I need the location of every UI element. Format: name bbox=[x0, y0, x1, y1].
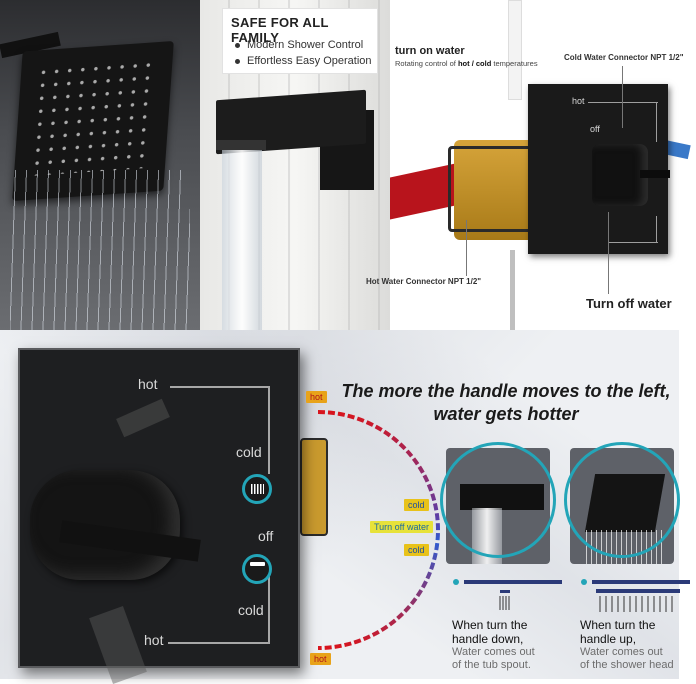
cold-connector-label: Cold Water Connector NPT 1/2" bbox=[564, 53, 684, 62]
leader-line bbox=[466, 220, 467, 276]
feature-item-label: Modern Shower Control bbox=[247, 39, 364, 51]
teal-ring-frame bbox=[564, 442, 680, 558]
handle-motion-ghost bbox=[116, 398, 170, 438]
tag-turn-off: Turn off water bbox=[370, 521, 434, 533]
tub-spout-photo: SAFE FOR ALL FAMILY Modern Shower Contro… bbox=[200, 0, 390, 330]
subtitle-bold: hot / cold bbox=[457, 59, 492, 68]
spout-glyph bbox=[250, 562, 265, 566]
plate-off: off bbox=[258, 528, 274, 544]
valve-handle-knob bbox=[592, 144, 648, 206]
plate-scale-line bbox=[168, 642, 270, 644]
plate-scale-line bbox=[588, 102, 658, 103]
feature-item: Effortless Easy Operation bbox=[235, 55, 372, 67]
schematic-dot bbox=[453, 579, 459, 585]
plate-scale-line bbox=[268, 386, 270, 474]
schematic-head bbox=[596, 589, 680, 593]
desc-title-line: handle down, bbox=[452, 632, 524, 646]
turn-on-subtitle: Rotating control of hot / cold temperatu… bbox=[395, 59, 538, 68]
valve-handle-lever bbox=[640, 170, 670, 178]
shower-mode-schematic bbox=[581, 579, 690, 612]
schematic-bar bbox=[464, 580, 562, 584]
feature-card: SAFE FOR ALL FAMILY Modern Shower Contro… bbox=[222, 8, 378, 74]
temperature-arc bbox=[317, 410, 440, 650]
plate-off-label: off bbox=[590, 124, 600, 134]
feature-item-label: Effortless Easy Operation bbox=[247, 55, 372, 67]
subtitle-suffix: temperatures bbox=[491, 59, 538, 68]
plate-cold-top: cold bbox=[236, 444, 262, 460]
wall-post bbox=[508, 0, 522, 100]
tag-hot-bottom: hot bbox=[310, 653, 331, 665]
feature-card-title: SAFE FOR ALL FAMILY bbox=[231, 15, 329, 45]
turn-on-title: turn on water bbox=[395, 45, 465, 57]
rain-spray bbox=[10, 170, 190, 330]
turn-off-label: Turn off water bbox=[586, 296, 672, 311]
tag-cold-upper: cold bbox=[404, 499, 429, 511]
tub-mode-description: When turn the handle down, Water comes o… bbox=[452, 618, 582, 672]
trim-plate-large: hot cold off cold hot bbox=[18, 348, 300, 684]
shower-mode-icon bbox=[242, 474, 272, 504]
valve-diagram: hot off turn on water Rotating control o… bbox=[366, 0, 691, 330]
tub-mode-icon bbox=[242, 554, 272, 584]
tub-mode-schematic bbox=[453, 579, 562, 610]
tag-cold-lower: cold bbox=[404, 544, 429, 556]
plate-scale-line bbox=[170, 386, 270, 388]
feature-item: Modern Shower Control bbox=[235, 39, 363, 51]
brass-valve-body bbox=[454, 140, 536, 240]
schematic-bar bbox=[592, 580, 690, 584]
shower-mode-description: When turn the handle up, Water comes out… bbox=[580, 618, 679, 672]
pipe-rod bbox=[510, 250, 515, 330]
bullet-icon bbox=[235, 42, 240, 48]
schematic-spout bbox=[500, 590, 510, 593]
bullet-icon bbox=[235, 58, 240, 64]
hot-connector-label: Hot Water Connector NPT 1/2" bbox=[366, 277, 482, 286]
mounting-bracket bbox=[300, 438, 328, 536]
desc-title-line: When turn the bbox=[580, 618, 656, 632]
desc-body-line: Water comes out bbox=[580, 646, 663, 658]
leader-line bbox=[608, 212, 609, 294]
shower-spray-glyph bbox=[251, 484, 264, 494]
teal-ring-frame bbox=[440, 442, 556, 558]
schematic-spray bbox=[599, 596, 673, 612]
subtitle-prefix: Rotating control of bbox=[395, 59, 458, 68]
spout-outlet bbox=[216, 140, 266, 150]
headline-line-2: water gets hotter bbox=[433, 404, 579, 424]
shower-nozzles bbox=[29, 57, 159, 177]
desc-body-line: of the tub spout. bbox=[452, 659, 531, 671]
waterfall-stream bbox=[222, 150, 262, 330]
plate-hot-label: hot bbox=[572, 96, 585, 106]
plate-hot-top: hot bbox=[138, 376, 158, 392]
arc-path bbox=[317, 410, 440, 650]
desc-title-line: handle up, bbox=[580, 632, 637, 646]
plate-scale-line bbox=[656, 216, 657, 242]
plate-scale-line bbox=[268, 576, 270, 642]
plate-scale-line bbox=[656, 102, 657, 142]
plate-hot-bottom: hot bbox=[144, 632, 164, 648]
desc-title-line: When turn the bbox=[452, 618, 528, 632]
tag-hot-top: hot bbox=[306, 391, 327, 403]
handle-knob bbox=[30, 470, 180, 580]
plate-cold-bottom: cold bbox=[238, 602, 264, 618]
desc-body-line: of the shower head bbox=[580, 659, 674, 671]
schematic-dot bbox=[581, 579, 587, 585]
shower-head-photo bbox=[0, 0, 200, 330]
headline-line-1: The more the handle moves to the left, bbox=[341, 381, 671, 401]
leader-line bbox=[622, 66, 623, 128]
headline: The more the handle moves to the left, w… bbox=[336, 380, 676, 426]
handle-explanation: hot cold off cold hot hot bbox=[0, 330, 690, 684]
plate-scale-line bbox=[608, 242, 658, 243]
schematic-stream bbox=[499, 596, 510, 610]
desc-body-line: Water comes out bbox=[452, 646, 535, 658]
